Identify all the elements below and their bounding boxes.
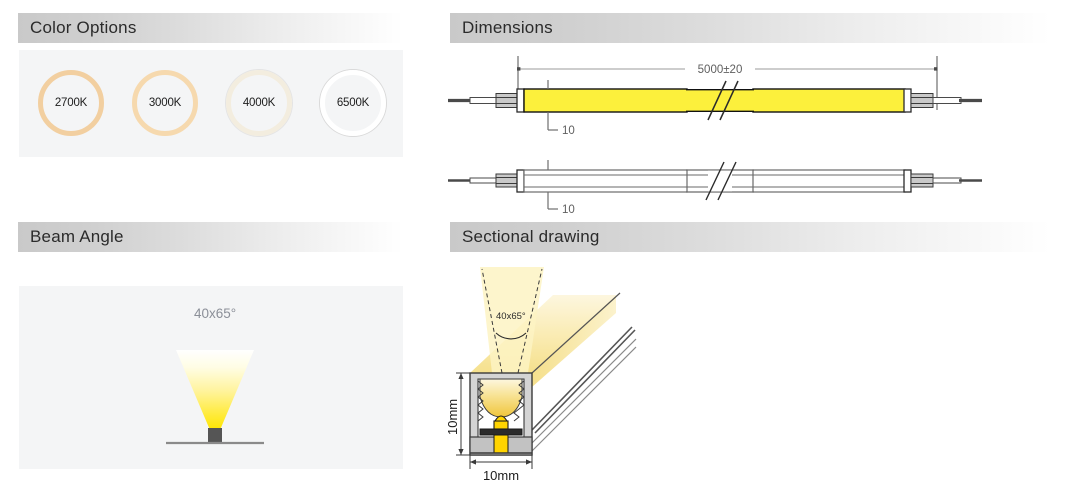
color-options-swatch-row: 2700K 3000K 4000K 6500K xyxy=(38,70,386,136)
end-cap-right xyxy=(903,88,912,113)
profile-break-slash-1 xyxy=(705,161,725,201)
color-swatch-4000k[interactable]: 4000K xyxy=(226,70,292,136)
color-swatch-label: 3000K xyxy=(148,97,182,109)
dimensions-drawing: 5000±20 10 xyxy=(440,48,1060,216)
top-height-label: 10 xyxy=(562,125,575,137)
connector-left-2 xyxy=(495,173,519,188)
dimension-tick-left xyxy=(517,67,521,71)
bottom-height-label: 10 xyxy=(562,204,575,216)
section-header-beam-angle: Beam Angle xyxy=(18,222,403,252)
lead-wire-left-sleeve-2 xyxy=(469,177,499,184)
connector-right-2 xyxy=(910,173,934,188)
lead-wire-left-sleeve xyxy=(469,97,499,104)
end-cap-left xyxy=(516,88,525,113)
beam-spread-fill xyxy=(480,267,544,373)
beam-angle-label: 40x65° xyxy=(194,306,237,321)
sectional-angle-label: 40x65° xyxy=(496,311,526,322)
beam-angle-diagram: 40x65° xyxy=(150,300,280,460)
connector-left xyxy=(495,93,519,108)
height-arrow-bottom xyxy=(458,449,464,455)
height-arrow-top xyxy=(458,373,464,379)
section-header-dimensions: Dimensions xyxy=(450,13,1050,43)
end-cap-right-2 xyxy=(903,169,912,193)
light-cone xyxy=(176,350,254,430)
break-slash-1 xyxy=(707,80,727,121)
profile-break-slash-2 xyxy=(717,161,737,201)
color-swatch-2700k[interactable]: 2700K xyxy=(38,70,104,136)
led-dome xyxy=(494,415,508,422)
section-title-sectional-drawing: Sectional drawing xyxy=(462,227,600,246)
strip-break-fill xyxy=(686,89,754,112)
pcb-board xyxy=(479,428,523,436)
sectional-width-label: 10mm xyxy=(483,468,519,483)
beam-angle-arc xyxy=(495,332,527,340)
section-title-color-options: Color Options xyxy=(30,18,137,37)
break-slash-2 xyxy=(719,80,739,121)
profile-break-mask-1 xyxy=(708,170,732,192)
section-header-color-options: Color Options xyxy=(18,13,403,43)
color-swatch-6500k[interactable]: 6500K xyxy=(320,70,386,136)
connector-right xyxy=(910,93,934,108)
length-dimension-label: 5000±20 xyxy=(698,64,743,76)
strip-body-left xyxy=(523,88,688,113)
extrusion-edge-4 xyxy=(531,338,637,444)
color-swatch-inner: 2700K xyxy=(48,80,94,126)
led-chip xyxy=(493,420,509,430)
section-header-sectional-drawing: Sectional drawing xyxy=(450,222,1050,252)
strip-body-right xyxy=(752,88,906,113)
extrusion-edge-1 xyxy=(531,292,621,374)
section-title-beam-angle: Beam Angle xyxy=(30,227,124,246)
color-swatch-label: 2700K xyxy=(54,97,88,109)
extrusion-edge-3 xyxy=(534,329,636,434)
color-swatch-label: 4000K xyxy=(242,97,276,109)
lead-wire-right-sleeve xyxy=(932,97,962,104)
sectional-height-label: 10mm xyxy=(445,399,460,435)
color-swatch-inner: 3000K xyxy=(142,80,188,126)
extrusion-edge-2 xyxy=(531,326,633,431)
color-swatch-inner: 6500K xyxy=(330,80,376,126)
end-cap-left-2 xyxy=(516,169,525,193)
sectional-svg: 40x65° 10mm xyxy=(445,267,637,483)
rib-left xyxy=(477,380,484,422)
dimensions-svg: 5000±20 10 xyxy=(448,56,982,216)
extrusion-edge-5 xyxy=(529,346,637,454)
base-light-window xyxy=(493,434,509,454)
beam-boundary-right xyxy=(517,268,543,374)
width-arrow-right xyxy=(526,459,532,465)
lead-wire-right-sleeve-2 xyxy=(932,177,962,184)
led-emitter-block xyxy=(208,428,222,443)
width-arrow-left xyxy=(470,459,476,465)
color-swatch-inner: 4000K xyxy=(236,80,282,126)
profile-body-left xyxy=(523,169,688,193)
color-swatch-3000k[interactable]: 3000K xyxy=(132,70,198,136)
light-volume-side-face xyxy=(532,295,616,387)
color-swatch-label: 6500K xyxy=(336,97,370,109)
beam-cone-svg xyxy=(166,350,264,445)
profile-body-right xyxy=(752,169,906,193)
rib-right xyxy=(513,380,525,422)
sectional-drawing-diagram: 40x65° 10mm xyxy=(440,255,690,485)
dimension-tick-right xyxy=(934,67,938,71)
beam-boundary-left xyxy=(481,268,503,374)
section-title-dimensions: Dimensions xyxy=(462,18,553,37)
